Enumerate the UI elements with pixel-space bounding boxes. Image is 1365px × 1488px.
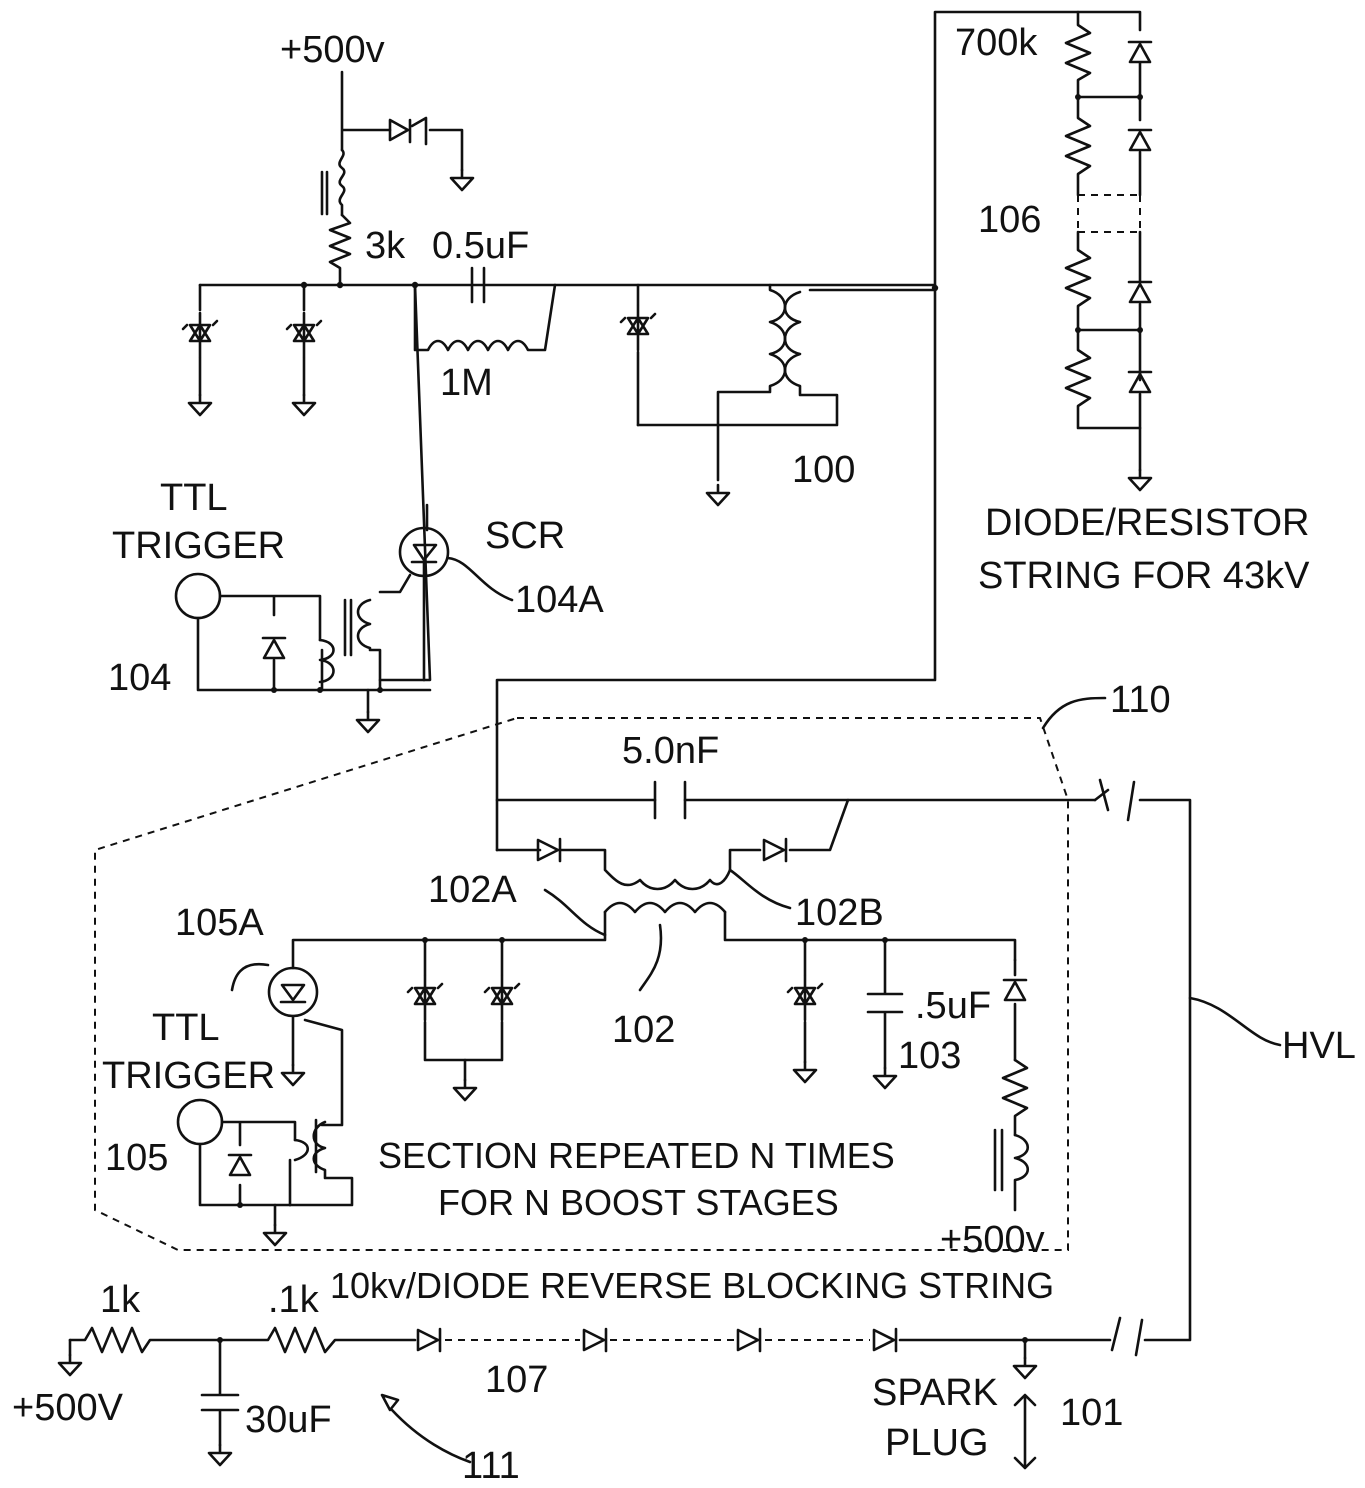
label-111: 111 bbox=[462, 1445, 520, 1487]
hvl-line bbox=[1095, 780, 1280, 1355]
label-1k: 1k bbox=[100, 1279, 141, 1321]
label-104a: 104A bbox=[515, 579, 604, 621]
label-section-line2: FOR N BOOST STAGES bbox=[438, 1182, 839, 1223]
label-102: 102 bbox=[612, 1009, 675, 1051]
label-scr: SCR bbox=[485, 515, 565, 557]
label-106: 106 bbox=[978, 199, 1041, 241]
label-spark: SPARK bbox=[872, 1372, 998, 1414]
label-103: 103 bbox=[898, 1035, 961, 1077]
label-string-line1: DIODE/RESISTOR bbox=[985, 502, 1309, 544]
label-blocking-string: 10kv/DIODE REVERSE BLOCKING STRING bbox=[330, 1265, 1054, 1306]
label-3k: 3k bbox=[365, 225, 406, 267]
trigger-104 bbox=[176, 574, 430, 732]
label-plug: PLUG bbox=[885, 1422, 988, 1464]
label-110: 110 bbox=[1110, 679, 1171, 721]
leader-104a bbox=[448, 558, 512, 600]
label-30uf: 30uF bbox=[245, 1399, 332, 1441]
label-107: 107 bbox=[485, 1359, 548, 1401]
label-0-1k: .1k bbox=[268, 1279, 320, 1321]
diode-resistor-string-106 bbox=[935, 12, 1151, 490]
label-5-0nf: 5.0nF bbox=[622, 730, 719, 772]
label-section-line1: SECTION REPEATED N TIMES bbox=[378, 1135, 895, 1176]
label-500v-mid: +500v bbox=[940, 1219, 1045, 1261]
trigger-105 bbox=[178, 1100, 352, 1245]
label-104: 104 bbox=[108, 657, 171, 699]
label-ttl-1: TTL bbox=[160, 477, 228, 519]
label-102a: 102A bbox=[428, 869, 517, 911]
label-string-line2: STRING FOR 43kV bbox=[978, 555, 1310, 597]
label-trigger-2: TRIGGER bbox=[102, 1055, 275, 1097]
label-105a: 105A bbox=[175, 902, 264, 944]
label-0-5uf-lower: .5uF bbox=[915, 985, 991, 1027]
label-500v-bottom: +500V bbox=[12, 1387, 124, 1429]
label-ttl-2: TTL bbox=[152, 1007, 220, 1049]
label-1m: 1M bbox=[440, 362, 493, 404]
label-102b: 102B bbox=[795, 892, 884, 934]
label-700k: 700k bbox=[955, 22, 1038, 64]
label-101: 101 bbox=[1060, 1392, 1123, 1434]
label-0-5uf: 0.5uF bbox=[432, 225, 529, 267]
label-hvl: HVL bbox=[1282, 1025, 1356, 1067]
label-trigger-1: TRIGGER bbox=[112, 525, 285, 567]
label-100: 100 bbox=[792, 449, 855, 491]
label-500v-top: +500v bbox=[280, 29, 385, 71]
label-105: 105 bbox=[105, 1137, 168, 1179]
leader-110 bbox=[1043, 698, 1105, 728]
